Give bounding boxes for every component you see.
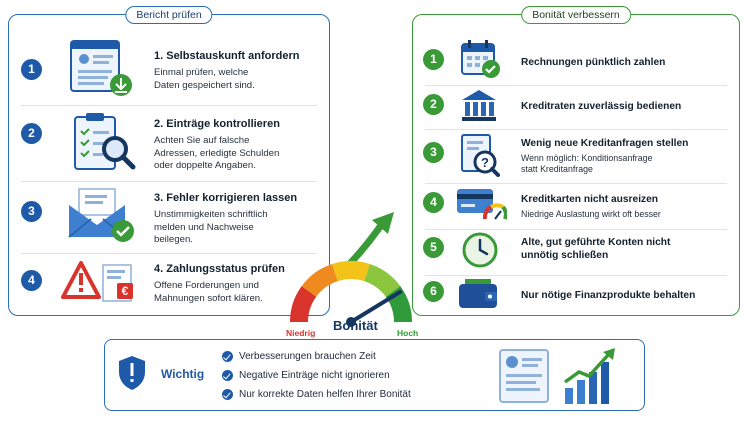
credit-card-gauge-icon [457,189,507,220]
step-title: Kreditkarten nicht ausreizen [521,194,659,205]
step-number: 2 [21,123,42,144]
gauge-segment [385,286,412,323]
gauge-low-label: Niedrig [286,328,316,338]
gauge-segment [290,286,317,323]
gauge-segment [301,263,339,298]
warning-invoice-icon: € [61,261,133,302]
envelope-check-icon [68,188,134,242]
svg-text:?: ? [481,155,489,170]
step-title: Wenig neue Kreditanfragen stellen [521,138,689,149]
step-title: Rechnungen pünktlich zahlen [521,57,666,68]
improve-score-panel-title: Bonität verbessern [521,6,631,24]
divider [425,183,727,184]
important-label: Wichtig [161,367,205,381]
divider [425,85,727,86]
step-title: Nur nötige Finanzprodukte behalten [521,290,696,301]
divider [21,253,317,254]
gauge-label: Bonität [333,318,378,333]
step-title: 3. Fehler korrigieren lassen [154,192,298,204]
step-title: 1. Selbstauskunft anfordern [154,50,300,62]
step-number: 2 [423,94,444,115]
rising-bar-chart-icon [563,348,615,404]
check-icon [222,351,233,362]
step-number: 6 [423,281,444,302]
divider [21,105,317,106]
step-number: 3 [21,201,42,222]
check-icon [222,389,233,400]
gauge-segment [332,261,370,282]
divider [21,181,317,182]
step-title: 4. Zahlungsstatus prüfen [154,263,285,275]
important-item: Nur korrekte Daten helfen Ihrer Bonität [222,389,411,400]
divider [425,129,727,130]
clock-icon [462,232,498,268]
shield-icon [119,356,145,390]
divider [425,229,727,230]
svg-text:€: € [122,284,129,298]
calendar-check-icon [461,40,500,78]
document-question-icon: ? [461,134,500,177]
gauge-segment [363,263,401,298]
gauge-high-label: Hoch [397,328,419,338]
step-number: 1 [21,59,42,80]
step-number: 3 [423,142,444,163]
step-number: 1 [423,49,444,70]
gauge-needle [349,290,402,324]
credit-score-gauge [290,212,412,327]
step-title: 2. Einträge kontrollieren [154,118,280,130]
step-number: 4 [423,192,444,213]
divider [425,275,727,276]
important-item: Negative Einträge nicht ignorieren [222,370,390,381]
report-download-icon [70,40,132,96]
step-title: Kreditraten zuverlässig bedienen [521,101,682,112]
improve-score-panel: Bonität verbessern 1 Rechnungen pünktlic… [412,6,740,316]
check-report-panel-title: Bericht prüfen [125,6,213,24]
report-document-icon [499,349,549,403]
step-description: Niedrige Auslastung wirkt oft besser [521,209,661,219]
wallet-icon [459,279,497,308]
important-item: Verbesserungen brauchen Zeit [222,351,376,362]
check-icon [222,370,233,381]
check-report-panel: Bericht prüfen 1 1. Selbstauskunft anfor… [8,6,330,316]
important-box: Wichtig Verbesserungen brauchen Zeit Neg… [104,339,645,411]
clipboard-magnifier-icon [74,113,136,170]
step-number: 5 [423,237,444,258]
step-number: 4 [21,270,42,291]
bank-icon [462,90,496,121]
